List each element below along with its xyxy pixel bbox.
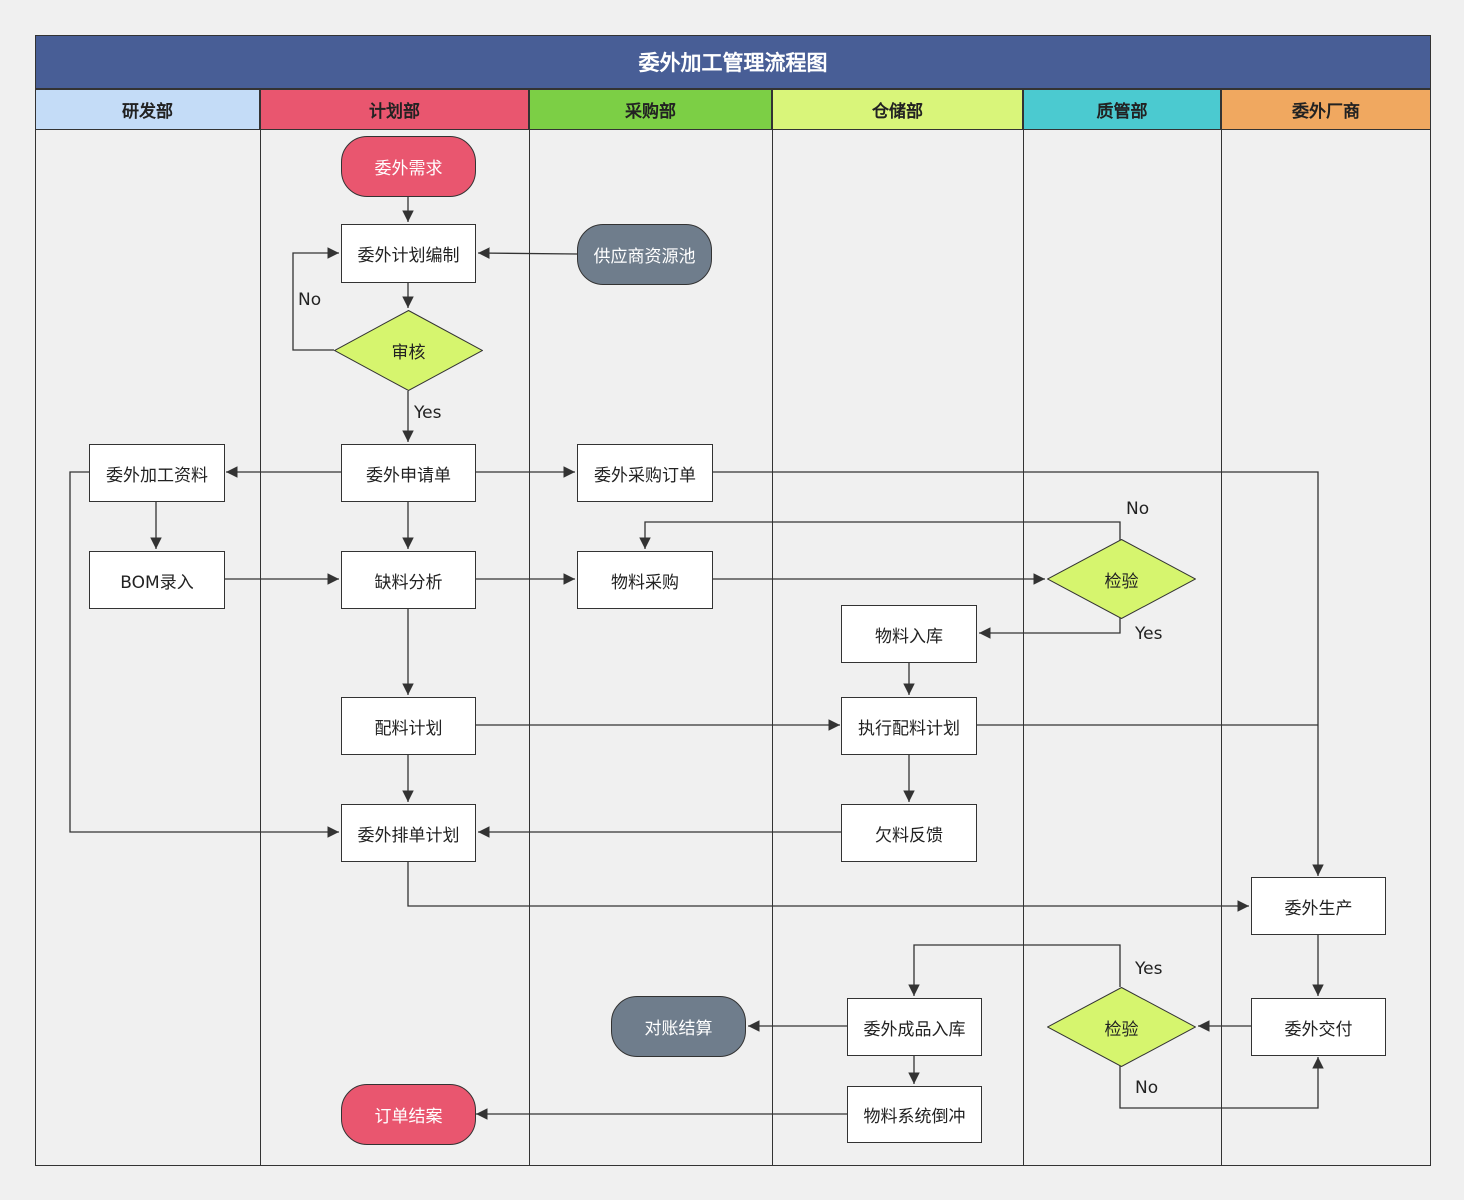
outsource-production-node: 委外生产 bbox=[1251, 877, 1386, 935]
inspection-label-1: 检验 bbox=[1104, 571, 1139, 592]
lane-header-rd: 研发部 bbox=[35, 89, 260, 130]
plan-compile-node: 委外计划编制 bbox=[341, 224, 476, 283]
execute-kitting-node: 执行配料计划 bbox=[841, 697, 977, 755]
lane-header-planning: 计划部 bbox=[260, 89, 529, 130]
inspection-label-2: 检验 bbox=[1104, 1019, 1139, 1040]
bom-entry-node: BOM录入 bbox=[89, 551, 225, 609]
finished-inbound-node: 委外成品入库 bbox=[847, 998, 982, 1056]
order-close-node: 订单结案 bbox=[341, 1084, 476, 1145]
lane-header-vendor: 委外厂商 bbox=[1221, 89, 1431, 130]
edge-label-inspect2-no: No bbox=[1135, 1078, 1159, 1098]
lane-divider bbox=[529, 130, 530, 1166]
shortage-analysis-node: 缺料分析 bbox=[341, 551, 476, 609]
schedule-plan-node: 委外排单计划 bbox=[341, 804, 476, 862]
lane-divider bbox=[772, 130, 773, 1166]
lane-divider bbox=[1221, 130, 1222, 1166]
material-purchase-node: 物料采购 bbox=[577, 551, 713, 609]
edge-label-review-yes: Yes bbox=[414, 403, 442, 423]
edge-inspect2-no bbox=[1119, 1057, 1324, 1109]
edge-label-inspect2-yes: Yes bbox=[1135, 959, 1163, 979]
kitting-plan-node: 配料计划 bbox=[341, 697, 476, 755]
outsource-material-node: 委外加工资料 bbox=[89, 444, 225, 502]
diagram-title: 委外加工管理流程图 bbox=[35, 35, 1431, 89]
shortage-feedback-node: 欠料反馈 bbox=[841, 804, 977, 862]
lane-header-quality: 质管部 bbox=[1023, 89, 1221, 130]
review-decision: 审核 bbox=[334, 310, 483, 391]
reconciliation-node: 对账结算 bbox=[611, 996, 746, 1057]
edge-schedule-to-production bbox=[407, 862, 1249, 912]
review-label: 审核 bbox=[391, 343, 426, 363]
diagram-frame bbox=[35, 35, 1431, 1166]
supplier-pool-node: 供应商资源池 bbox=[577, 224, 712, 285]
lane-header-warehouse: 仓储部 bbox=[772, 89, 1023, 130]
purchase-order-node: 委外采购订单 bbox=[577, 444, 713, 502]
material-inbound-node: 物料入库 bbox=[841, 605, 977, 663]
outsource-request-node: 委外申请单 bbox=[341, 444, 476, 502]
start-node: 委外需求 bbox=[341, 136, 476, 197]
edge-label-inspect1-yes: Yes bbox=[1135, 624, 1163, 644]
edge-label-review-no: No bbox=[298, 290, 322, 310]
edge-material-to-schedule bbox=[69, 471, 339, 838]
inspection-decision-1: 检验 bbox=[1047, 539, 1196, 619]
edge-inspect-yes bbox=[979, 618, 1121, 639]
backflush-node: 物料系统倒冲 bbox=[847, 1086, 982, 1143]
edge-pool-to-plan bbox=[477, 247, 578, 259]
edge-inspect2-yes bbox=[908, 944, 1121, 996]
inspection-decision-2: 检验 bbox=[1047, 987, 1196, 1067]
edge-inspect-no bbox=[639, 521, 1121, 549]
edge-label-inspect1-no: No bbox=[1126, 499, 1150, 519]
lane-header-purchasing: 采购部 bbox=[529, 89, 772, 130]
outsource-delivery-node: 委外交付 bbox=[1251, 998, 1386, 1056]
lane-divider bbox=[260, 130, 261, 1166]
lane-divider bbox=[1023, 130, 1024, 1166]
edge-review-no bbox=[292, 247, 339, 351]
edge-po-to-production bbox=[713, 471, 1324, 876]
